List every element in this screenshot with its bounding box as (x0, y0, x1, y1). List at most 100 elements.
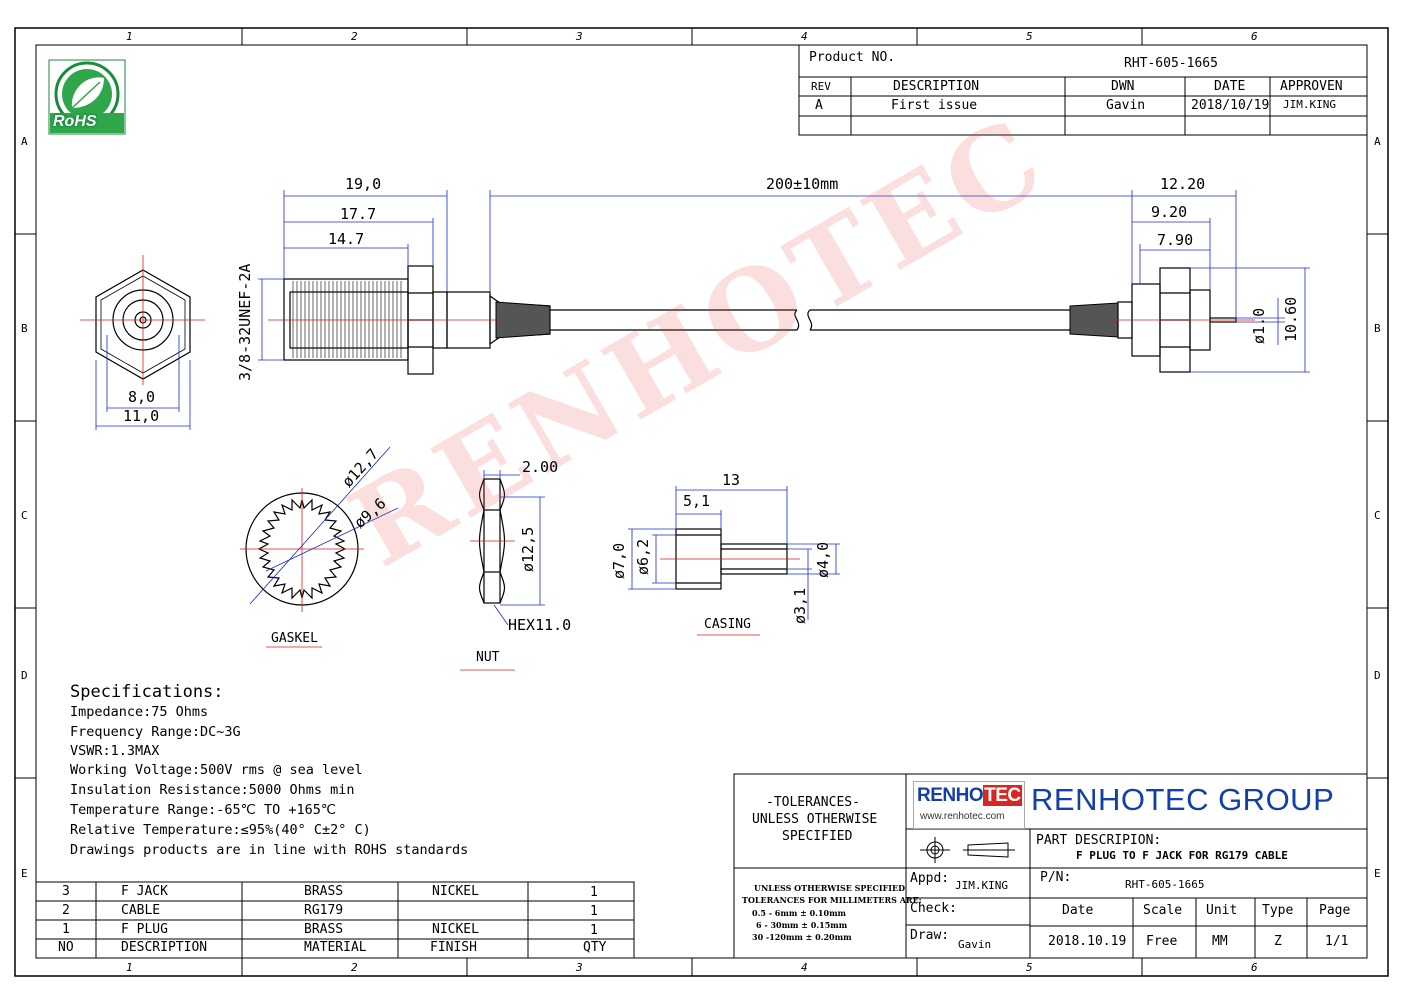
info-col-scale: Scale (1143, 903, 1183, 918)
bom-description: F JACK (121, 884, 168, 899)
bom-header-finish: FINISH (430, 940, 477, 955)
col-label-top-4: 4 (801, 30, 808, 43)
bom-material: BRASS (304, 884, 344, 899)
col-label-bottom-3: 3 (576, 961, 583, 974)
tolerance-small: 0.5 - 6mm ± 0.10mm (752, 908, 846, 918)
pn-label: P/N: (1040, 870, 1072, 885)
col-label-top-2: 2 (351, 30, 358, 43)
col-label-bottom-6: 6 (1251, 961, 1258, 974)
description-header: DESCRIPTION (893, 79, 980, 94)
dim-hex: HEX11.0 (508, 616, 572, 634)
info-val-type: Z (1274, 934, 1282, 949)
col-label-top-3: 3 (576, 30, 583, 43)
part-desc-label: PART DESCRIPION: (1036, 833, 1162, 848)
tolerance-small: UNLESS OTHERWISE SPECIFIED (754, 883, 906, 893)
spec-line: Drawings products are in line with ROHS … (70, 842, 469, 858)
specs-title: Specifications: (70, 682, 224, 702)
approven-header: APPROVEN (1280, 79, 1343, 94)
tolerances-line2: UNLESS OTHERWISE (752, 812, 878, 827)
info-col-page: Page (1319, 903, 1351, 918)
spec-line: Relative Temperature:≤95%(40° C±2° C) (70, 822, 371, 838)
dim-11-0: 11,0 (123, 407, 160, 425)
rev-header: REV (811, 80, 831, 93)
col-label-top-6: 6 (1251, 30, 1258, 43)
dim-casing-3-1: ø3,1 (791, 587, 809, 624)
row-label-right-b: B (1374, 322, 1381, 335)
company-logo: RENHOTEC www.renhotec.com (913, 781, 1025, 829)
col-label-top-1: 1 (126, 30, 133, 43)
row-label-left-b: B (21, 322, 28, 335)
dim-cable-length: 200±10mm (766, 175, 839, 193)
bom-no: 1 (62, 922, 70, 937)
pn-value: RHT-605-1665 (1125, 878, 1205, 891)
approven-value: JIM.KING (1283, 98, 1336, 111)
bom-qty: 1 (590, 904, 598, 919)
casing-label: CASING (704, 617, 751, 632)
info-val-unit: MM (1212, 934, 1228, 949)
bom-header-no: NO (58, 940, 74, 955)
dim-casing-6-2: ø6,2 (634, 538, 652, 575)
dwn-header: DWN (1111, 79, 1135, 94)
info-val-date: 2018.10.19 (1048, 934, 1127, 949)
dim-casing-4-0: ø4,0 (814, 541, 832, 578)
draw-label: Draw: (910, 928, 950, 943)
part-desc: F PLUG TO F JACK FOR RG179 CABLE (1076, 849, 1288, 862)
bom-qty: 1 (590, 885, 598, 900)
row-label-left-c: C (21, 509, 28, 522)
bom-finish: NICKEL (432, 922, 479, 937)
row-label-left-d: D (21, 669, 28, 682)
dim-19-0: 19,0 (345, 175, 382, 193)
dim-8-0: 8,0 (128, 388, 156, 406)
bom-header-material: MATERIAL (304, 940, 367, 955)
logo-text-a: RENHO (917, 785, 984, 806)
dim-7-90: 7.90 (1157, 231, 1194, 249)
dim-12-20: 12.20 (1160, 175, 1206, 193)
logo-text-b: TEC (983, 785, 1022, 806)
draw-value: Gavin (958, 938, 992, 951)
row-label-right-e: E (1374, 867, 1381, 880)
tolerance-small: 30 -120mm ± 0.20mm (752, 932, 852, 942)
dim-casing-13: 13 (722, 471, 741, 489)
tolerance-small: 6 - 30mm ± 0.15mm (756, 920, 848, 930)
dim-nut-2-00: 2.00 (522, 458, 559, 476)
col-label-bottom-2: 2 (351, 961, 358, 974)
spec-line: Working Voltage:500V rms @ sea level (70, 762, 363, 778)
tolerances-line3: SPECIFIED (782, 829, 853, 844)
info-val-scale: Free (1146, 934, 1178, 949)
gasket-label: GASKEL (271, 631, 318, 646)
col-label-bottom-1: 1 (126, 961, 133, 974)
row-label-right-d: D (1374, 669, 1381, 682)
row-label-right-c: C (1374, 509, 1381, 522)
spec-line: VSWR:1.3MAX (70, 743, 160, 759)
dim-14-7: 14.7 (328, 230, 365, 248)
company-url: www.renhotec.com (920, 811, 1005, 822)
tolerances-title: -TOLERANCES- (766, 795, 860, 810)
bom-no: 2 (62, 903, 70, 918)
description-value: First issue (891, 98, 978, 113)
appd-label: Appd: (910, 871, 950, 886)
check-label: Check: (910, 901, 957, 916)
rohs-logo: RoHS (53, 113, 97, 130)
col-label-top-5: 5 (1026, 30, 1033, 43)
nut-label: NUT (476, 650, 500, 665)
row-label-right-a: A (1374, 135, 1381, 148)
bom-material: BRASS (304, 922, 344, 937)
spec-line: Impedance:75 Ohms (70, 704, 209, 720)
info-col-date: Date (1062, 903, 1094, 918)
spec-line: Frequency Range:DC~3G (70, 724, 241, 740)
info-col-type: Type (1262, 903, 1294, 918)
bom-material: RG179 (304, 903, 344, 918)
bom-description: CABLE (121, 903, 161, 918)
product-no: RHT-605-1665 (1124, 56, 1218, 71)
row-label-left-a: A (21, 135, 28, 148)
spec-line: Temperature Range:-65℃ TO +165℃ (70, 802, 337, 818)
dim-thread: 3/8-32UNEF-2A (236, 263, 254, 381)
company-logo-text: RENHOTEC (917, 785, 1022, 807)
date-header: DATE (1214, 79, 1246, 94)
bom-description: F PLUG (121, 922, 168, 937)
row-label-left-e: E (21, 867, 28, 880)
col-label-bottom-5: 5 (1026, 961, 1033, 974)
dwn-value: Gavin (1106, 98, 1146, 113)
